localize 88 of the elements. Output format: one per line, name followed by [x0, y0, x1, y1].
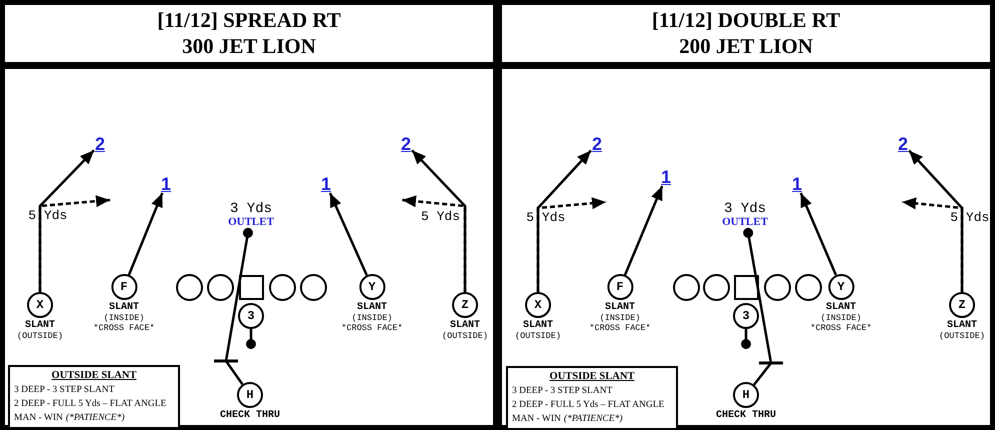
route-number: 1 [660, 168, 671, 186]
yardage-label: 5 Yds [421, 209, 460, 224]
player-circle: 3 [733, 303, 759, 329]
player-circle: Z [949, 292, 975, 318]
lineman-circle [268, 274, 296, 300]
assignment-label: *CROSS FACE* [589, 323, 651, 333]
route-arrow [128, 192, 164, 276]
lineman-circle [794, 274, 822, 300]
play-panel [497, 0, 995, 430]
check-release-route [743, 228, 783, 386]
assignment-label: SLANT [523, 320, 553, 331]
play-title: [11/12] DOUBLE RT 200 JET LION [650, 7, 842, 59]
assignment-label: (OUTSIDE) [17, 331, 63, 341]
option-route-arrow [536, 197, 606, 292]
notes-line: 2 DEEP - FULL 5 Yds – FLAT ANGLE [512, 400, 664, 410]
option-route-arrow [402, 195, 466, 292]
outlet-label: OUTLET [722, 216, 768, 228]
route-arrow [624, 186, 664, 276]
outlet-label: OUTLET [228, 216, 274, 228]
assignment-label: *CROSS FACE* [810, 323, 872, 333]
lineman-circle [300, 274, 326, 300]
check-release-route [214, 228, 253, 386]
notes-heading: OUTSIDE SLANT [548, 370, 636, 383]
option-route-arrow [38, 195, 110, 292]
player-circle: F [607, 274, 633, 300]
player-circle: X [27, 292, 53, 318]
coaching-notes-box [506, 366, 678, 430]
yardage-label: 5 Yds [28, 208, 68, 223]
route-number: 2 [592, 135, 602, 153]
lineman-circle [206, 274, 234, 300]
play-title: [11/12] SPREAD RT 300 JET LION [156, 7, 342, 59]
assignment-label: SLANT [356, 302, 387, 313]
notes-emphasis: (*PATIENCE*) [66, 413, 124, 423]
yardage-label: 5 Yds [526, 210, 566, 225]
dropback-line [741, 329, 751, 349]
lineman-circle [176, 274, 202, 300]
assignment-label: SLANT [450, 320, 480, 331]
route-arrow [800, 192, 838, 276]
assignment-label: SLANT [947, 320, 977, 331]
route-arrow [328, 192, 368, 276]
route-number: 2 [94, 135, 105, 153]
assignment-label: (INSIDE) [600, 313, 640, 323]
assignment-label: (INSIDE) [104, 313, 144, 323]
yardage-label: 3 Yds [724, 202, 766, 216]
assignment-label: (INSIDE) [352, 313, 392, 323]
assignment-label: CHECK THRU [716, 410, 776, 421]
assignment-label: (OUTSIDE) [442, 331, 488, 341]
player-circle: Y [359, 274, 385, 300]
route-number: 2 [898, 135, 908, 153]
notes-line: MAN - WIN [14, 413, 63, 423]
dropback-line [246, 329, 256, 349]
coaching-notes-box [8, 365, 180, 429]
route-number: 1 [792, 175, 802, 193]
notes-line: 3 DEEP - 3 STEP SLANT [14, 385, 114, 395]
route-number: 1 [160, 175, 171, 193]
lineman-circle [702, 274, 730, 300]
route-number: 2 [400, 135, 411, 153]
player-circle: 3 [238, 303, 264, 329]
yardage-label: 5 Yds [950, 210, 990, 225]
player-circle: X [525, 292, 551, 318]
center-square [238, 274, 264, 300]
notes-heading: OUTSIDE SLANT [50, 369, 138, 382]
assignment-label: SLANT [108, 302, 139, 313]
player-circle: Z [452, 292, 478, 318]
lineman-circle [764, 274, 790, 300]
assignment-label: *CROSS FACE* [341, 323, 403, 333]
play-panel [0, 0, 498, 430]
player-circle: H [237, 382, 263, 408]
assignment-label: (INSIDE) [820, 313, 862, 323]
notes-line: 2 DEEP - FULL 5 Yds – FLAT ANGLE [14, 399, 166, 409]
option-route-arrow [902, 197, 964, 292]
player-circle: H [733, 382, 759, 408]
assignment-label: (OUTSIDE) [515, 331, 561, 341]
notes-emphasis: (*PATIENCE*) [564, 414, 622, 424]
assignment-label: SLANT [826, 302, 856, 313]
assignment-label: CHECK THRU [220, 410, 280, 421]
notes-line: 3 DEEP - 3 STEP SLANT [512, 386, 612, 396]
assignment-label: *CROSS FACE* [93, 323, 155, 333]
player-circle: Y [828, 274, 854, 300]
lineman-circle [672, 274, 700, 300]
yardage-label: 3 Yds [230, 202, 272, 216]
notes-line: MAN - WIN [512, 414, 561, 424]
assignment-label: SLANT [25, 320, 55, 331]
route-number: 1 [320, 175, 331, 193]
assignment-label: SLANT [604, 302, 635, 313]
assignment-label: (OUTSIDE) [939, 331, 985, 341]
center-square [734, 274, 758, 300]
player-circle: F [111, 274, 137, 300]
